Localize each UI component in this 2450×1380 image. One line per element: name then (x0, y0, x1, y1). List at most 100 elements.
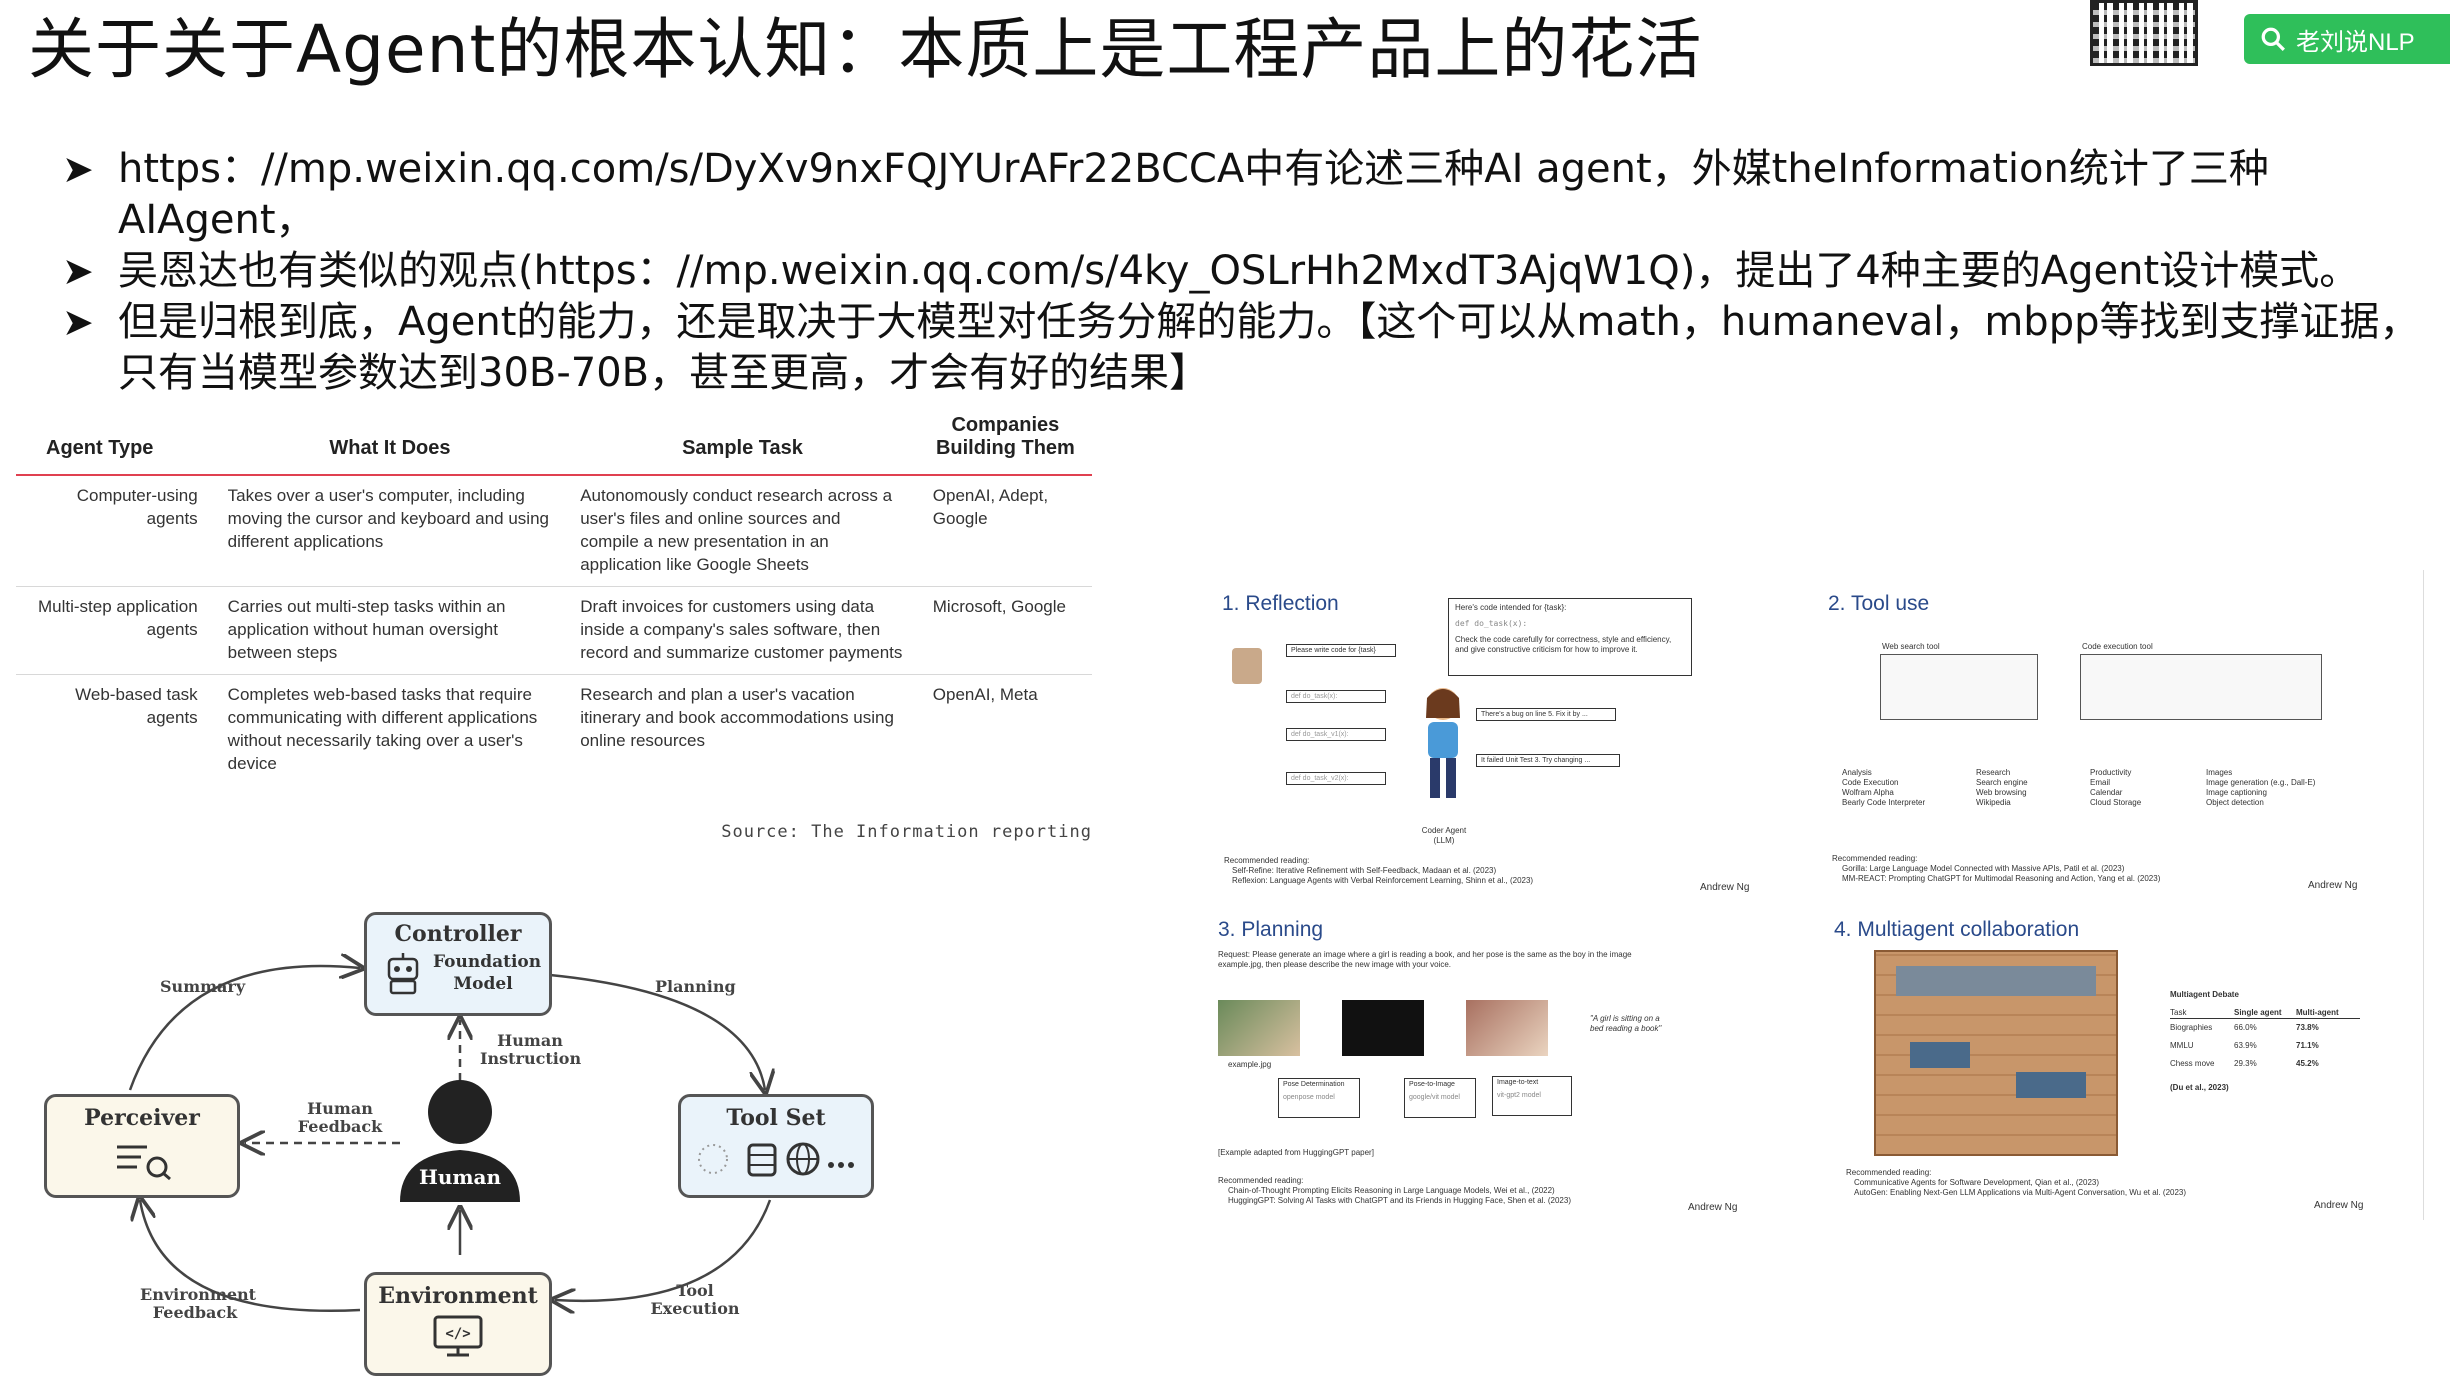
debate-header: Multi-agent (2296, 1008, 2339, 1017)
table-cell: Autonomously conduct research across a u… (580, 486, 893, 574)
category-item: Code Execution (1842, 778, 1899, 787)
diagram-arrows (128, 900, 890, 1380)
debate-cell: MMLU (2170, 1041, 2194, 1050)
coder-agent-figure (1426, 688, 1460, 798)
reading-ref: HuggingGPT: Solving AI Tasks with ChatGP… (1228, 1196, 1571, 1205)
tool-category: Research Search engine Web browsing Wiki… (1976, 768, 2076, 808)
web-search-box (1880, 654, 2038, 720)
table-cell: Research and plan a user's vacation itin… (580, 685, 894, 750)
human-label: Human (418, 1165, 502, 1189)
multiagent-title: 4. Multiagent collaboration (1834, 918, 2080, 941)
reading-ref: Self-Refine: Iterative Refinement with S… (1232, 866, 1497, 875)
bullet-item: ➤但是归根到底，Agent的能力，还是取决于大模型对任务分解的能力。【这个可以从… (62, 297, 2422, 399)
svg-text:</>: </> (445, 1326, 470, 1342)
step-model: google/vit model (1409, 1094, 1460, 1101)
perceiver-box: Perceiver (44, 1094, 240, 1198)
agent-architecture-diagram: Controller Foundation Model Perceiver To… (30, 900, 890, 1380)
col-header: Companies Building Them (935, 414, 1075, 459)
author-label: Andrew Ng (1688, 1202, 1738, 1213)
table-cell: Completes web-based tasks that require c… (227, 685, 538, 773)
col-header: What It Does (329, 437, 451, 459)
step-model: vit-gpt2 model (1497, 1092, 1541, 1099)
environment-box: Environment </> (364, 1272, 552, 1376)
reading-ref: Gorilla: Large Language Model Connected … (1842, 864, 2125, 873)
example-image (1218, 1000, 1300, 1056)
robot-icon (387, 953, 419, 995)
category-item: Cloud Storage (2090, 798, 2142, 807)
category-item: Web browsing (1976, 788, 2027, 797)
code-box: def do_task_v1(x): (1286, 728, 1386, 741)
table-cell: Microsoft, Google (932, 597, 1066, 616)
author-badge: 老刘说NLP (2244, 14, 2450, 64)
table-cell: Computer-using agents (76, 486, 198, 528)
author-label: Andrew Ng (2308, 880, 2358, 891)
tool-category: Analysis Code Execution Wolfram Alpha Be… (1842, 768, 1962, 808)
category-item: Image generation (e.g., Dall-E) (2206, 778, 2316, 787)
planning-panel: 3. Planning Request: Please generate an … (1214, 914, 1814, 1224)
debate-cell: Biographies (2170, 1023, 2213, 1032)
table-row: Multi-step application agents Carries ou… (16, 587, 1092, 675)
toolset-label: Tool Set (726, 1105, 826, 1131)
planning-title: 3. Planning (1218, 918, 1324, 941)
arrow-bullet-icon: ➤ (62, 147, 94, 191)
planning-adapted: [Example adapted from HuggingGPT paper] (1218, 1148, 1374, 1157)
table-cell: Takes over a user's computer, including … (227, 486, 549, 551)
controller-box: Controller Foundation Model (364, 912, 552, 1016)
multiagent-scene (1874, 950, 2118, 1156)
code-box: def do_task(x): (1286, 690, 1386, 703)
tool-execution-label: Tool Execution (650, 1281, 740, 1318)
col-header: Agent Type (46, 437, 154, 459)
coder-agent-label: Coder Agent (LLM) (1421, 826, 1467, 845)
reading-label: Recommended reading: (1224, 856, 1310, 865)
table-cell: OpenAI, Adept, Google (932, 486, 1049, 528)
category-name: Productivity (2090, 768, 2132, 777)
reflection-panel: 1. Reflection Here's code intended for {… (1218, 588, 1818, 898)
col-header: Sample Task (682, 437, 803, 459)
code-box: def do_task_v2(x): (1286, 772, 1386, 785)
example-caption: example.jpg (1228, 1060, 1272, 1069)
perceiver-label: Perceiver (84, 1105, 200, 1131)
code-monitor-icon: </> (433, 1315, 483, 1357)
reading-label: Recommended reading: (1846, 1168, 1932, 1177)
step-label: Image-to-text (1497, 1079, 1539, 1086)
critic-code: def do_task(x): (1455, 619, 1528, 628)
category-item: Object detection (2206, 798, 2264, 807)
reading-ref: MM-REACT: Prompting ChatGPT for Multimod… (1842, 874, 2161, 883)
author-label: Andrew Ng (1700, 882, 1750, 893)
planning-step: Image-to-text vit-gpt2 model (1492, 1076, 1572, 1116)
category-item: Email (2090, 778, 2111, 787)
debate-header-row: Task Single agent Multi-agent (2170, 1008, 2360, 1019)
slide-title: 关于关于Agent的根本认知：本质上是工程产品上的花活 (28, 11, 1703, 88)
pose-image (1342, 1000, 1424, 1056)
bullet-text: https：//mp.weixin.qq.com/s/DyXv9nxFQJYUr… (118, 146, 2269, 243)
debate-cell: 71.1% (2296, 1041, 2319, 1050)
step-model: openpose model (1283, 1094, 1335, 1101)
critic-text-1: Here's code intended for {task}: (1455, 603, 1567, 612)
category-item: Calendar (2090, 788, 2123, 797)
planning-quote: "A girl is sitting on a bed reading a bo… (1590, 1014, 1662, 1033)
feedback-bubble: There's a bug on line 5. Fix it by ... (1476, 708, 1616, 721)
bullet-text: 吴恩达也有类似的观点(https：//mp.weixin.qq.com/s/4k… (118, 248, 2360, 294)
reading-ref: Chain-of-Thought Prompting Elicits Reaso… (1228, 1186, 1555, 1195)
tool-category: Images Image generation (e.g., Dall-E) I… (2206, 768, 2366, 808)
arrow-bullet-icon: ➤ (62, 249, 94, 293)
agent-types-table: Agent Type What It Does Sample Task Comp… (16, 410, 1092, 785)
bullet-item: ➤ 吴恩达也有类似的观点(https：//mp.weixin.qq.com/s/4… (62, 246, 2422, 297)
bullet-text: 但是归根到底，Agent的能力，还是取决于大模型对任务分解的能力。【这个可以从m… (118, 299, 2420, 396)
category-item: Bearly Code Interpreter (1842, 798, 1926, 807)
human-instruction-label: Human Instruction (480, 1031, 582, 1068)
planning-label: Planning (655, 977, 736, 996)
table-cell: Multi-step application agents (37, 597, 198, 639)
bullet-list: ➤ https：//mp.weixin.qq.com/s/DyXv9nxFQJYU… (62, 144, 2422, 399)
web-tool-label: Web search tool (1882, 642, 1940, 651)
search-icon (2261, 27, 2285, 51)
table-cell: Web-based task agents (75, 685, 198, 727)
controller-label: Controller (394, 921, 522, 947)
tool-category: Productivity Email Calendar Cloud Storag… (2090, 768, 2190, 808)
table-row: Web-based task agents Completes web-base… (16, 675, 1092, 786)
user-avatar (1232, 648, 1262, 684)
debate-cell: 73.8% (2296, 1023, 2319, 1032)
environment-feedback-label: Environment Feedback (140, 1285, 257, 1322)
